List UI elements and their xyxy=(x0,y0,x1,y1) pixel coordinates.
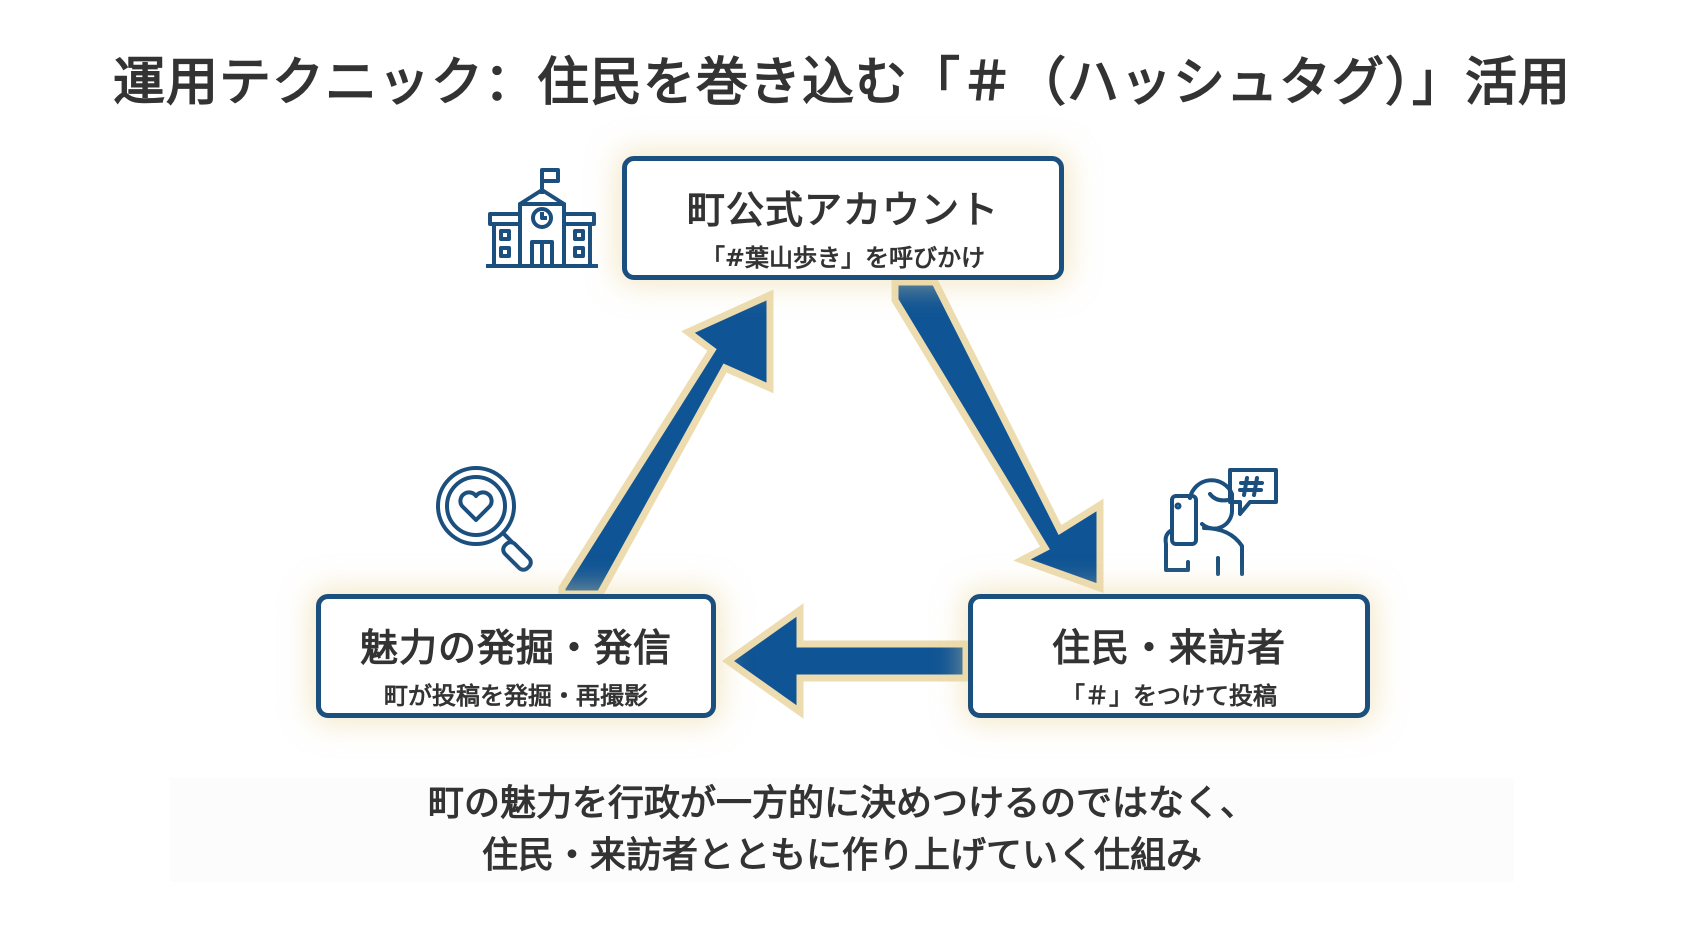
page-title: 運用テクニック：住民を巻き込む「＃（ハッシュタグ）」活用 xyxy=(112,53,1571,113)
magnifier-heart-icon xyxy=(436,466,533,572)
node-right-subtitle: 「＃」をつけて投稿 xyxy=(1061,682,1277,710)
node-left-subtitle: 町が投稿を発掘・再撮影 xyxy=(384,682,648,710)
caption: 町の魅力を行政が一方的に決めつけるのではなく、 住民・来訪者とともに作り上げてい… xyxy=(170,778,1514,882)
node-residents-visitors: 住民・来訪者 「＃」をつけて投稿 xyxy=(968,594,1370,718)
caption-line-1: 町の魅力を行政が一方的に決めつけるのではなく、 xyxy=(427,783,1256,824)
person-phone-hashtag-icon xyxy=(1163,468,1278,576)
node-top-title: 町公式アカウント xyxy=(686,188,999,232)
node-left-title: 魅力の発掘・発信 xyxy=(359,626,672,670)
node-official-account: 町公式アカウント 「#葉山歩き」を呼びかけ xyxy=(622,156,1064,280)
node-right-title: 住民・来訪者 xyxy=(1051,626,1286,670)
caption-line-2: 住民・来訪者とともに作り上げていく仕組み xyxy=(481,835,1202,876)
arrow-left-to-top xyxy=(558,289,774,598)
node-top-subtitle: 「#葉山歩き」を呼びかけ xyxy=(700,244,986,272)
school-building-icon xyxy=(486,168,598,268)
arrow-top-to-right xyxy=(891,278,1104,593)
node-discover-share: 魅力の発掘・発信 町が投稿を発掘・再撮影 xyxy=(316,594,716,718)
arrow-right-to-left xyxy=(721,603,970,719)
